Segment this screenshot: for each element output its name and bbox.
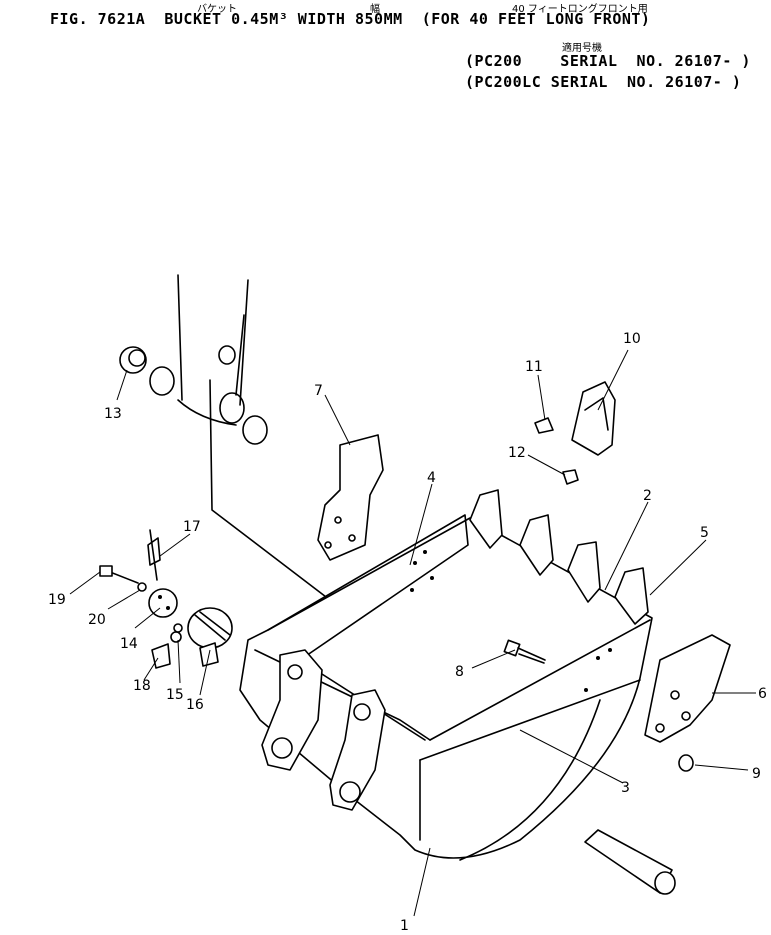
callout-1: 1 — [400, 918, 409, 934]
callout-18: 18 — [133, 678, 151, 694]
callout-9: 9 — [752, 766, 761, 782]
callout-6: 6 — [758, 686, 767, 702]
arm-part — [177, 274, 331, 691]
callout-14: 14 — [120, 636, 138, 652]
serial-range-pc200: (PC200 SERIAL NO. 26107- ) — [465, 52, 751, 70]
side-cutter-right-part — [644, 634, 731, 743]
jp-applicable-label: 適用号機 — [562, 43, 602, 54]
shim-parts — [99, 529, 233, 669]
callout-7: 7 — [314, 383, 323, 399]
callout-17: 17 — [183, 519, 201, 535]
callout-2: 2 — [643, 488, 652, 504]
pivot-pin-part — [584, 829, 676, 895]
callout-20: 20 — [88, 612, 106, 628]
jp-width-label: 幅 — [370, 4, 380, 15]
bucket-body-part — [239, 489, 653, 861]
jp-front-label: 40 フィートロングフロント用 — [512, 4, 648, 15]
jp-bucket-label: バケット — [197, 4, 237, 15]
bolt-nut-parts — [503, 639, 694, 772]
tooth-parts — [534, 381, 616, 485]
callout-8: 8 — [455, 664, 464, 680]
callout-3: 3 — [621, 780, 630, 796]
side-cutter-left-part — [317, 434, 384, 561]
pin-cap-part — [119, 346, 268, 445]
figure-title: FIG. 7621A BUCKET 0.45M³ WIDTH 850MM (FO… — [50, 10, 651, 28]
callout-13: 13 — [104, 406, 122, 422]
callout-19: 19 — [48, 592, 66, 608]
callout-16: 16 — [186, 697, 204, 713]
callout-5: 5 — [700, 525, 709, 541]
callout-11: 11 — [525, 359, 543, 375]
callout-12: 12 — [508, 445, 526, 461]
callout-4: 4 — [427, 470, 436, 486]
callout-numbers: 1 2 3 4 5 6 7 8 9 10 11 12 13 14 15 16 1… — [48, 331, 767, 934]
callout-15: 15 — [166, 687, 184, 703]
serial-range-pc200lc: (PC200LC SERIAL NO. 26107- ) — [465, 73, 742, 91]
callout-10: 10 — [623, 331, 641, 347]
leader-lines — [69, 349, 756, 917]
